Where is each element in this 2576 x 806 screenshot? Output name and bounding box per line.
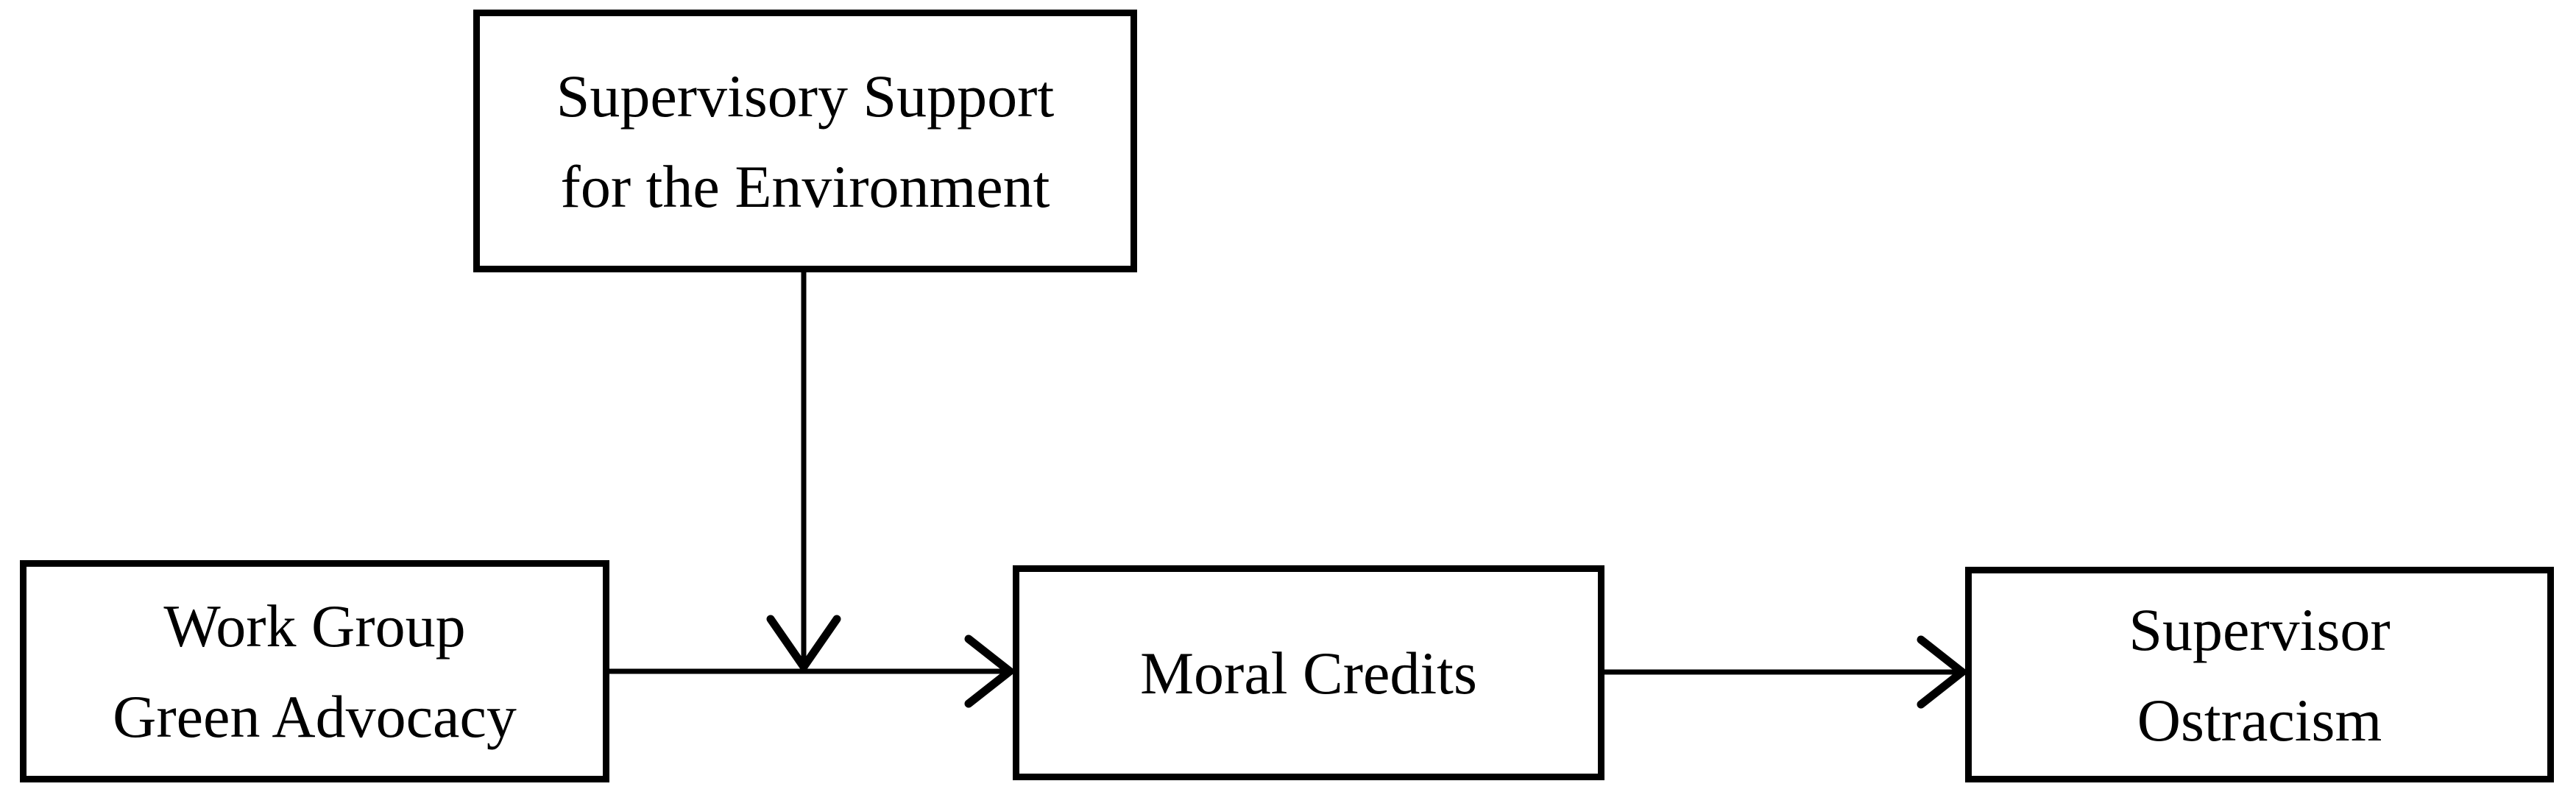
- node-supervisor-ostracism: Supervisor Ostracism: [1965, 567, 2554, 782]
- node-supervisory-support: Supervisory Support for the Environment: [473, 10, 1137, 272]
- node-label-line: Green Advocacy: [113, 683, 517, 750]
- node-work-group-green-advocacy: Work Group Green Advocacy: [20, 560, 609, 782]
- node-label-line: Ostracism: [2137, 686, 2382, 754]
- credits-to-ostracism-arrow: [1602, 635, 1967, 709]
- node-label-line: Work Group: [163, 593, 466, 660]
- node-moral-credits: Moral Credits: [1013, 565, 1604, 780]
- node-label-line: Supervisor: [2129, 595, 2391, 663]
- node-label-line: Moral Credits: [1140, 639, 1477, 707]
- node-label-line: Supervisory Support: [556, 62, 1055, 130]
- node-label-line: for the Environment: [560, 152, 1050, 220]
- advocacy-to-credits-arrow: [606, 634, 1014, 708]
- moderation-arrow: [766, 268, 841, 671]
